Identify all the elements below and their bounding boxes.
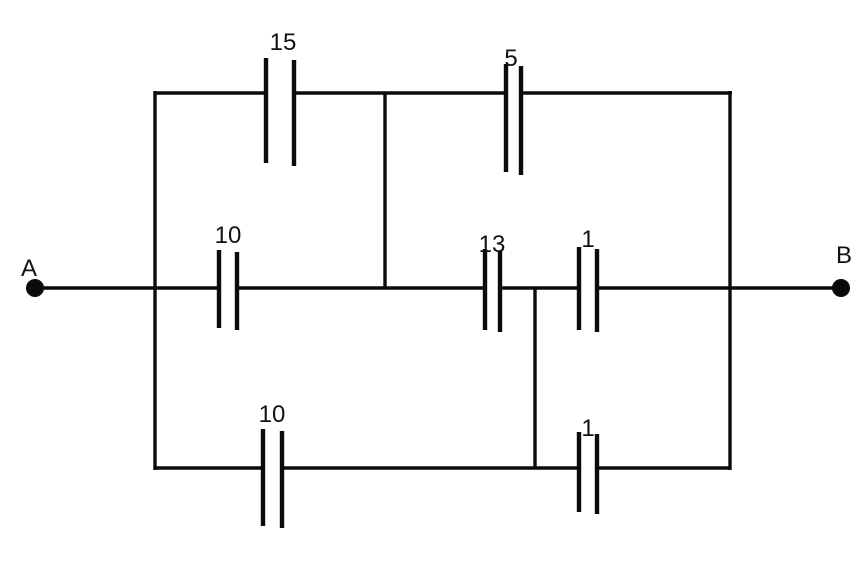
terminal-a-label: A xyxy=(21,255,37,282)
terminal-b: B xyxy=(832,242,852,297)
capacitor-value-label: 1 xyxy=(581,415,594,442)
terminal-a: A xyxy=(21,255,44,297)
capacitor-value-label: 15 xyxy=(270,29,297,56)
terminal-b-label: B xyxy=(836,242,852,269)
capacitor-middle-left: 10 xyxy=(215,222,242,330)
capacitor-bottom-right: 1 xyxy=(576,415,600,514)
wires xyxy=(35,91,841,470)
capacitor-middle-right: 1 xyxy=(576,226,600,332)
capacitor-value-label: 10 xyxy=(215,222,242,249)
capacitor-top-right: 5 xyxy=(503,45,524,175)
terminal-a-dot xyxy=(26,279,44,297)
capacitor-value-label: 5 xyxy=(504,45,517,72)
capacitor-bottom-left: 10 xyxy=(259,401,286,528)
capacitor-value-label: 10 xyxy=(259,401,286,428)
capacitor-value-label: 13 xyxy=(479,231,506,258)
terminal-b-dot xyxy=(832,279,850,297)
capacitor-middle-center: 13 xyxy=(479,231,506,332)
capacitor-top-left: 15 xyxy=(263,29,297,166)
capacitor-value-label: 1 xyxy=(581,226,594,253)
